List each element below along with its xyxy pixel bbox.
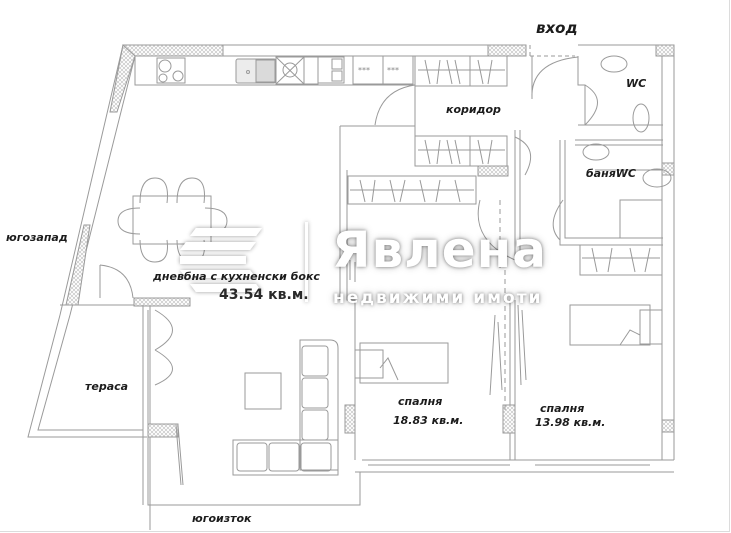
room-label-living: дневбна с кухненски бокс bbox=[153, 270, 320, 283]
kitchen-counter: *** *** bbox=[134, 55, 416, 86]
room-label-bedroom2: спалня bbox=[540, 402, 585, 415]
svg-text:***: *** bbox=[358, 66, 370, 75]
room-area-bedroom1: 18.83 кв.м. bbox=[393, 414, 464, 427]
brand-name: Явлена bbox=[332, 221, 547, 279]
southwest-label: югозапад bbox=[6, 231, 68, 244]
brand-logo-icon bbox=[180, 228, 262, 292]
room-label-wc: WC bbox=[626, 77, 647, 90]
beds bbox=[354, 200, 663, 466]
doors bbox=[99, 56, 598, 486]
room-label-bath: баняWC bbox=[586, 167, 636, 180]
southeast-label: югоизток bbox=[192, 512, 252, 525]
sofa-set bbox=[232, 339, 339, 476]
room-label-terrace: тераса bbox=[85, 380, 129, 393]
room-label-bedroom1: спалня bbox=[398, 395, 443, 408]
brand-divider bbox=[305, 222, 308, 302]
room-area-bedroom2: 13.98 кв.м. bbox=[535, 416, 606, 429]
dining-table bbox=[117, 177, 228, 263]
room-label-corridor: коридор bbox=[446, 103, 501, 116]
brand-subtitle: недвижими имоти bbox=[333, 288, 543, 308]
room-area-living: 43.54 кв.м. bbox=[219, 287, 309, 303]
entrance-label: вход bbox=[536, 19, 578, 37]
svg-text:***: *** bbox=[387, 66, 399, 75]
terrace-outline bbox=[27, 314, 147, 438]
wc-fixtures bbox=[582, 55, 672, 188]
